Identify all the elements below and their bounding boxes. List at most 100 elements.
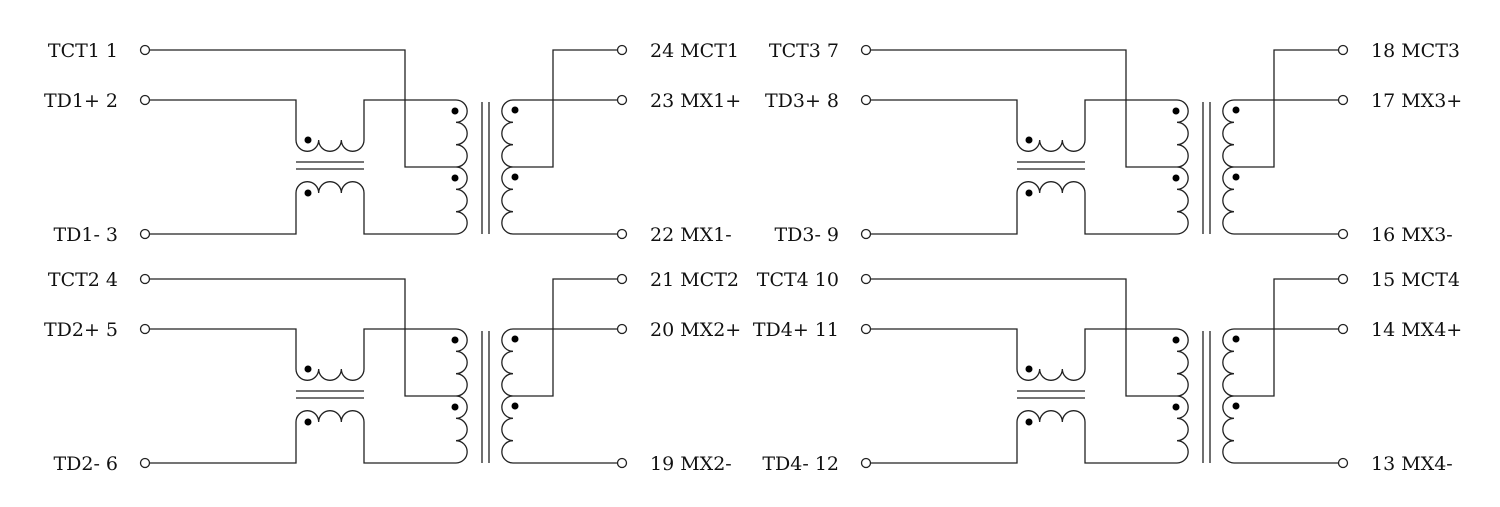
pin-terminal-icon — [860, 94, 872, 106]
polarity-dot-icon — [1172, 174, 1180, 182]
polarity-dot-icon — [1025, 418, 1033, 426]
pin-label-secondary: 16 MX3- — [1371, 224, 1453, 246]
pin-terminal-icon — [1337, 273, 1349, 285]
wire — [363, 99, 456, 140]
pin-terminal-icon — [860, 457, 872, 469]
pin-label-secondary: 19 MX2- — [650, 453, 732, 475]
pin-terminal-icon — [616, 228, 628, 240]
pin-label-secondary: 13 MX4- — [1371, 453, 1453, 475]
wire — [1084, 422, 1177, 464]
wire — [363, 193, 456, 235]
pin-terminal-icon — [860, 323, 872, 335]
pin-label-secondary: 15 MCT4 — [1371, 269, 1460, 291]
pin-terminal-icon — [616, 323, 628, 335]
choke-coil-top — [1016, 139, 1086, 152]
pin-terminal-icon — [1337, 44, 1349, 56]
pin-terminal-icon — [860, 44, 872, 56]
pin-label-primary: TD2- 6 — [53, 453, 118, 475]
polarity-dot-icon — [1172, 107, 1180, 115]
polarity-dot-icon — [1232, 173, 1240, 181]
polarity-dot-icon — [511, 335, 519, 343]
polarity-dot-icon — [511, 106, 519, 114]
wire — [145, 328, 297, 369]
polarity-dot-icon — [304, 365, 312, 373]
primary-winding — [455, 99, 468, 235]
polarity-dot-icon — [511, 173, 519, 181]
pin-terminal-icon — [139, 273, 151, 285]
wire — [513, 278, 622, 397]
transformer-core — [481, 102, 490, 234]
pin-terminal-icon — [616, 273, 628, 285]
pin-label-primary: TD4+ 11 — [753, 319, 839, 341]
pin-terminal-icon — [139, 457, 151, 469]
polarity-dot-icon — [304, 418, 312, 426]
choke-core — [1017, 161, 1085, 170]
pin-terminal-icon — [1337, 323, 1349, 335]
pin-label-primary: TCT3 7 — [769, 40, 839, 62]
secondary-winding — [501, 328, 514, 464]
wire — [145, 49, 456, 168]
secondary-winding — [1222, 328, 1235, 464]
pin-terminal-icon — [1337, 228, 1349, 240]
pin-terminal-icon — [139, 228, 151, 240]
pin-terminal-icon — [860, 273, 872, 285]
choke-coil-top — [295, 368, 365, 381]
pin-terminal-icon — [1337, 94, 1349, 106]
choke-coil-bottom — [1016, 181, 1086, 194]
polarity-dot-icon — [304, 189, 312, 197]
pin-label-primary: TD1- 3 — [53, 224, 118, 246]
pin-label-secondary: 20 MX2+ — [650, 319, 741, 341]
choke-coil-bottom — [295, 410, 365, 423]
polarity-dot-icon — [511, 402, 519, 410]
polarity-dot-icon — [451, 403, 459, 411]
wire — [145, 99, 297, 140]
secondary-winding — [1222, 99, 1235, 235]
pin-label-secondary: 14 MX4+ — [1371, 319, 1462, 341]
wire — [1234, 278, 1343, 397]
polarity-dot-icon — [1172, 403, 1180, 411]
pin-terminal-icon — [139, 94, 151, 106]
polarity-dot-icon — [304, 136, 312, 144]
pin-label-secondary: 23 MX1+ — [650, 90, 741, 112]
wire — [866, 49, 1177, 168]
wire — [363, 422, 456, 464]
primary-winding — [455, 328, 468, 464]
transformer-core — [1202, 331, 1211, 463]
wire — [363, 328, 456, 369]
polarity-dot-icon — [1025, 136, 1033, 144]
pin-label-primary: TD4- 12 — [762, 453, 839, 475]
choke-core — [296, 390, 364, 399]
pin-label-primary: TD3+ 8 — [765, 90, 839, 112]
transformer-core — [481, 331, 490, 463]
polarity-dot-icon — [1172, 336, 1180, 344]
polarity-dot-icon — [451, 107, 459, 115]
wire — [513, 49, 622, 168]
choke-core — [1017, 390, 1085, 399]
wire — [866, 193, 1018, 235]
polarity-dot-icon — [1232, 402, 1240, 410]
secondary-winding — [501, 99, 514, 235]
wire — [1084, 328, 1177, 369]
wire — [145, 278, 456, 397]
polarity-dot-icon — [451, 336, 459, 344]
pin-label-primary: TD1+ 2 — [44, 90, 118, 112]
primary-winding — [1176, 328, 1189, 464]
choke-coil-bottom — [295, 181, 365, 194]
polarity-dot-icon — [1025, 189, 1033, 197]
wire — [866, 328, 1018, 369]
transformer-core — [1202, 102, 1211, 234]
choke-coil-top — [295, 139, 365, 152]
pin-label-primary: TCT2 4 — [48, 269, 118, 291]
pin-terminal-icon — [616, 457, 628, 469]
wire — [145, 422, 297, 464]
pin-label-secondary: 17 MX3+ — [1371, 90, 1462, 112]
pin-terminal-icon — [860, 228, 872, 240]
pin-label-secondary: 21 MCT2 — [650, 269, 739, 291]
polarity-dot-icon — [1232, 106, 1240, 114]
pin-terminal-icon — [139, 44, 151, 56]
